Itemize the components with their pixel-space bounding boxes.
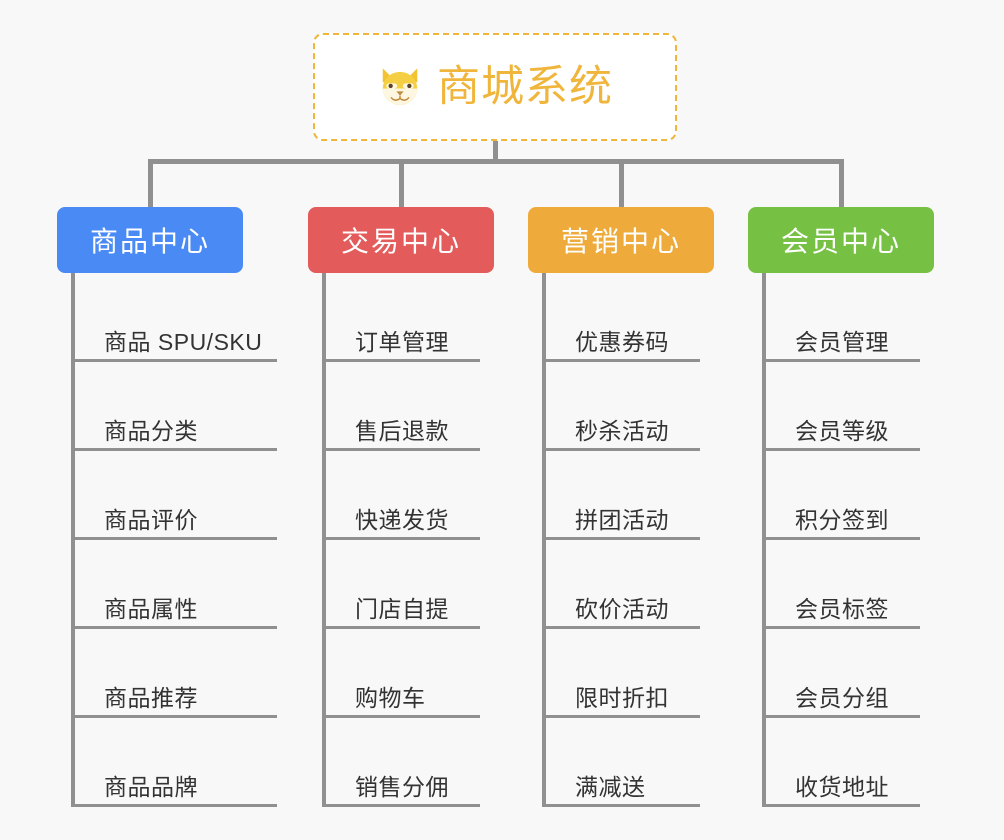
category-node-0[interactable]: 商品中心 — [57, 207, 243, 273]
root-node-mall-system[interactable]: 商城系统 — [313, 33, 677, 141]
leaf-column-3: 会员管理会员等级积分签到会员标签会员分组收货地址 — [762, 273, 926, 807]
root-node-title: 商城系统 — [437, 62, 613, 111]
leaf-item[interactable]: 会员标签 — [762, 540, 920, 629]
leaf-trunk-line — [322, 273, 326, 807]
leaf-item-label: 满减送 — [575, 773, 646, 800]
leaf-item-label: 拼团活动 — [575, 506, 669, 533]
leaf-item-label: 销售分佣 — [355, 773, 449, 800]
leaf-item-label: 收货地址 — [795, 773, 889, 800]
connector-drop-0 — [148, 159, 153, 207]
leaf-item-label: 商品分类 — [104, 417, 198, 444]
leaf-item[interactable]: 限时折扣 — [542, 629, 700, 718]
leaf-column-2: 优惠券码秒杀活动拼团活动砍价活动限时折扣满减送 — [542, 273, 706, 807]
leaf-item-label: 商品推荐 — [104, 684, 198, 711]
leaf-item-label: 优惠券码 — [575, 328, 669, 355]
leaf-item[interactable]: 拼团活动 — [542, 451, 700, 540]
category-label: 交易中心 — [340, 226, 461, 257]
leaf-trunk-line — [71, 273, 75, 807]
leaf-item-label: 商品 SPU/SKU — [104, 328, 263, 355]
leaf-item[interactable]: 快递发货 — [322, 451, 480, 540]
category-label: 营销中心 — [560, 226, 681, 257]
leaf-item[interactable]: 砍价活动 — [542, 540, 700, 629]
leaf-item-label: 订单管理 — [355, 328, 449, 355]
leaf-item[interactable]: 销售分佣 — [322, 718, 480, 807]
category-label: 商品中心 — [89, 226, 210, 257]
leaf-item[interactable]: 优惠券码 — [542, 273, 700, 362]
leaf-item-label: 售后退款 — [355, 417, 449, 444]
category-node-2[interactable]: 营销中心 — [528, 207, 714, 273]
connector-drop-3 — [839, 159, 844, 207]
leaf-trunk-line — [762, 273, 766, 807]
leaf-item[interactable]: 商品评价 — [71, 451, 277, 540]
leaf-item-label: 砍价活动 — [575, 595, 669, 622]
leaf-item-label: 门店自提 — [355, 595, 449, 622]
leaf-item[interactable]: 商品推荐 — [71, 629, 277, 718]
leaf-item-label: 商品属性 — [104, 595, 198, 622]
leaf-item[interactable]: 秒杀活动 — [542, 362, 700, 451]
leaf-item[interactable]: 售后退款 — [322, 362, 480, 451]
connector-root-stem — [493, 141, 498, 163]
leaf-item-label: 商品评价 — [104, 506, 198, 533]
category-label: 会员中心 — [780, 226, 901, 257]
connector-horizontal-bus — [148, 159, 843, 164]
connector-drop-2 — [619, 159, 624, 207]
leaf-item-label: 积分签到 — [795, 506, 889, 533]
leaf-item[interactable]: 积分签到 — [762, 451, 920, 540]
category-node-1[interactable]: 交易中心 — [308, 207, 494, 273]
leaf-item[interactable]: 满减送 — [542, 718, 700, 807]
leaf-item[interactable]: 会员分组 — [762, 629, 920, 718]
leaf-item[interactable]: 会员等级 — [762, 362, 920, 451]
leaf-item-label: 限时折扣 — [575, 684, 669, 711]
leaf-item-label: 快递发货 — [355, 506, 449, 533]
connector-drop-1 — [399, 159, 404, 207]
leaf-item[interactable]: 商品分类 — [71, 362, 277, 451]
leaf-item-label: 秒杀活动 — [575, 417, 669, 444]
shiba-dog-face-icon — [382, 68, 418, 105]
leaf-item-label: 购物车 — [355, 684, 426, 711]
leaf-item-label: 会员分组 — [795, 684, 889, 711]
leaf-item[interactable]: 门店自提 — [322, 540, 480, 629]
leaf-item-label: 会员等级 — [795, 417, 889, 444]
leaf-item[interactable]: 商品品牌 — [71, 718, 277, 807]
leaf-item[interactable]: 商品属性 — [71, 540, 277, 629]
leaf-item-label: 会员管理 — [795, 328, 889, 355]
leaf-item[interactable]: 购物车 — [322, 629, 480, 718]
leaf-column-1: 订单管理售后退款快递发货门店自提购物车销售分佣 — [322, 273, 486, 807]
leaf-trunk-line — [542, 273, 546, 807]
leaf-item[interactable]: 商品 SPU/SKU — [71, 273, 277, 362]
category-node-3[interactable]: 会员中心 — [748, 207, 934, 273]
leaf-item[interactable]: 收货地址 — [762, 718, 920, 807]
leaf-item[interactable]: 订单管理 — [322, 273, 480, 362]
leaf-item[interactable]: 会员管理 — [762, 273, 920, 362]
leaf-item-label: 商品品牌 — [104, 773, 198, 800]
leaf-item-label: 会员标签 — [795, 595, 889, 622]
leaf-column-0: 商品 SPU/SKU 商品分类商品评价商品属性商品推荐商品品牌 — [71, 273, 283, 807]
